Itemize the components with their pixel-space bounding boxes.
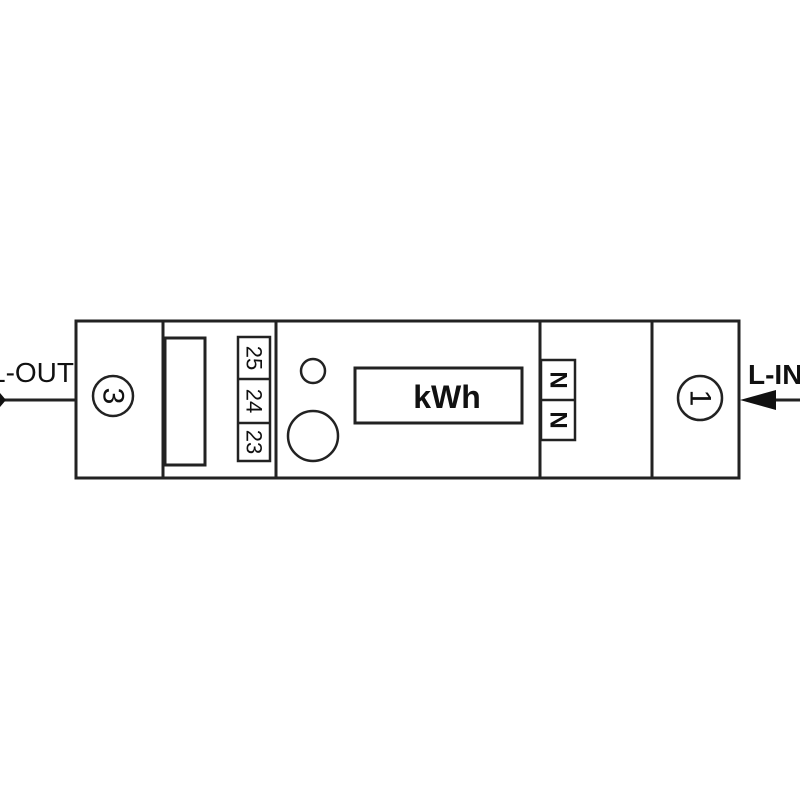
svg-text:1: 1: [684, 390, 717, 407]
arrow-icon: [0, 393, 6, 407]
kwh-display: [353, 366, 524, 425]
test-button: [286, 409, 340, 463]
neutral-terminal-block: N N: [539, 358, 577, 442]
label-window: [163, 336, 207, 467]
display-label: kWh: [413, 379, 481, 415]
terminal-3: 3: [91, 374, 135, 418]
terminal-24: 24: [242, 389, 267, 413]
led-indicator: [299, 357, 327, 385]
arrow-icon: [740, 390, 776, 410]
svg-text:3: 3: [97, 388, 130, 405]
terminal-25: 25: [242, 346, 267, 370]
terminal-1: 1: [676, 374, 724, 422]
svg-text:N: N: [545, 411, 572, 428]
pulse-terminal-block: 25 24 23: [236, 335, 272, 463]
output-label: L-OUT: [0, 357, 74, 388]
svg-text:N: N: [545, 371, 572, 388]
input-label: L-IN: [748, 359, 800, 390]
meter-housing: [74, 319, 741, 480]
terminal-23: 23: [242, 430, 267, 454]
